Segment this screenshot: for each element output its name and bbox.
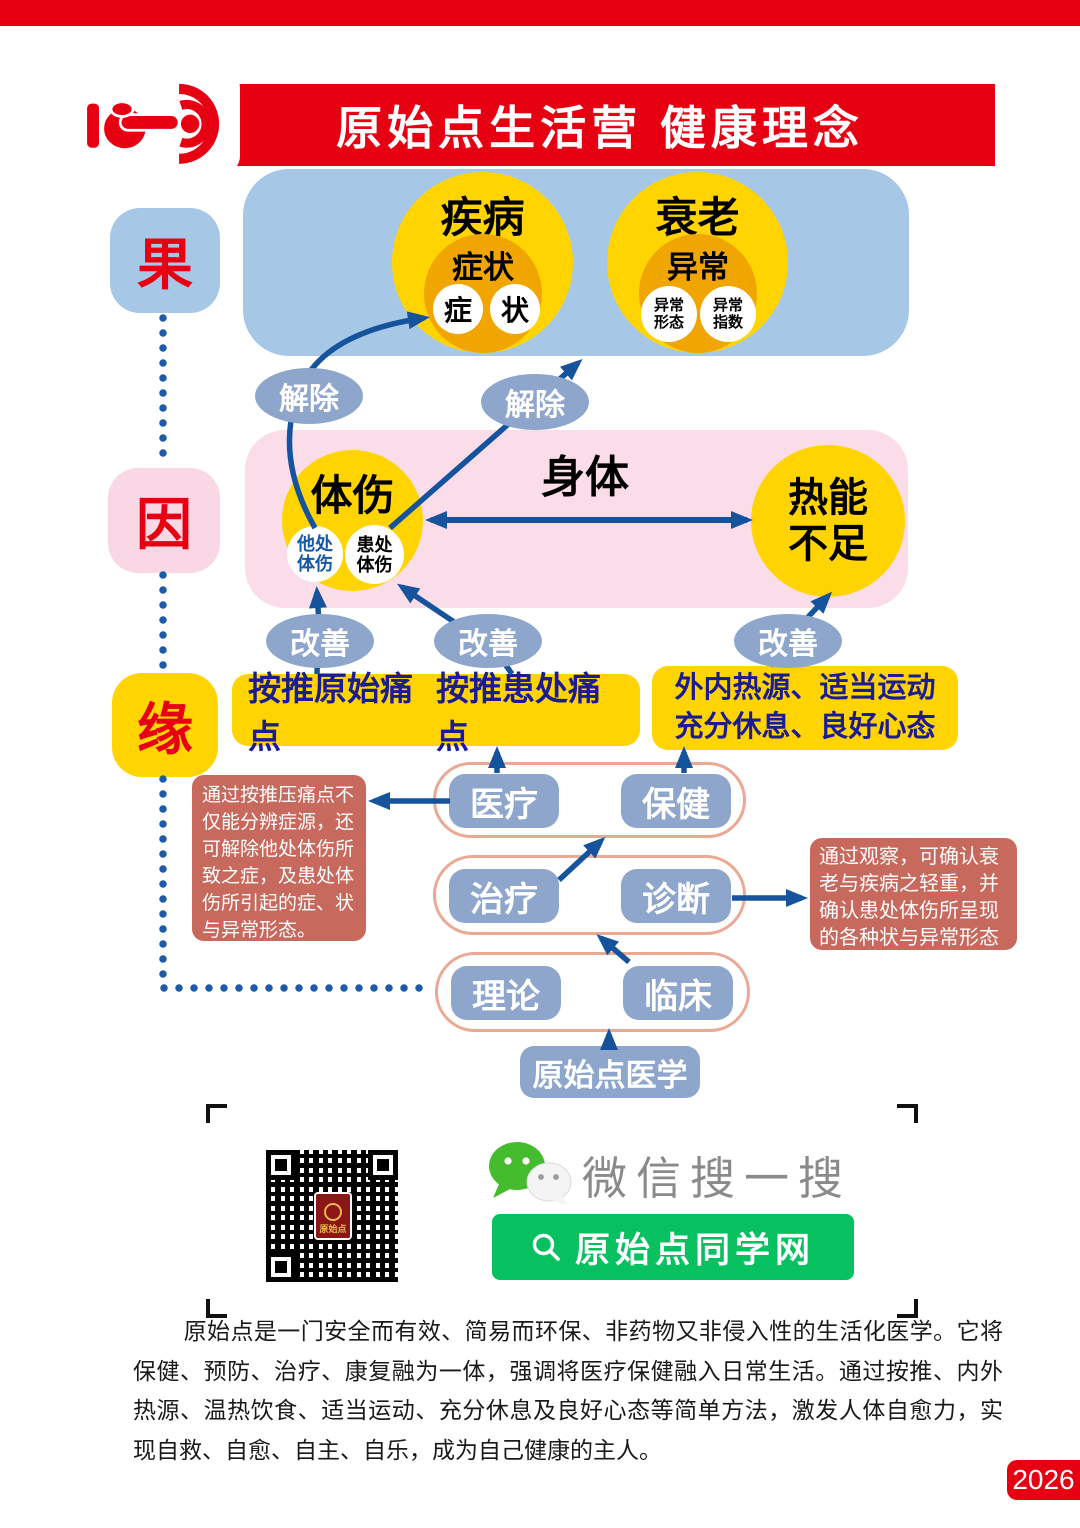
heat-deficiency-ellipse: 热能 不足 (751, 445, 905, 597)
injury-label: 体伤 (310, 472, 395, 519)
right-note: 通过观察，可确认衰老与疾病之轻重，并确认患处体伤所呈现的各种状与异常形态 (810, 838, 1017, 950)
abnormal-index-circle: 异常 指数 (700, 286, 756, 342)
other-injury-line1: 他处 (297, 534, 333, 554)
origin-medicine-node: 原始点医学 (520, 1046, 700, 1098)
abnormal-form-line1: 异常 (653, 297, 684, 314)
healthcare-node: 保健 (621, 774, 731, 828)
qr-finder-top-left (266, 1150, 296, 1180)
abnormal-form-line2: 形态 (653, 314, 684, 331)
footer-paragraph: 原始点是一门安全而有效、简易而环保、非药物又非侵入性的生活化医学。它将保健、预防… (133, 1318, 1003, 1463)
corner-mark-top-left (206, 1104, 227, 1123)
qr-finder-bottom-left (266, 1252, 296, 1282)
qr-finder-top-right (368, 1150, 398, 1180)
other-injury-line2: 体伤 (297, 554, 333, 574)
symptom-a-label: 症 (443, 295, 472, 326)
row-label-condition: 缘 (112, 673, 218, 777)
site-injury-line1: 患处 (356, 534, 393, 555)
abnormal-form-circle: 异常 形态 (641, 286, 697, 342)
clinical-node: 临床 (623, 966, 733, 1020)
symptom-b-label: 状 (500, 295, 529, 326)
heat-methods-line1: 外内热源、适当运动 (674, 672, 936, 704)
page-title: 原始点生活营 健康理念 (336, 102, 864, 154)
site-injury-line2: 体伤 (356, 554, 393, 575)
top-red-strip (0, 0, 1080, 26)
symptom-b-circle: 状 (490, 284, 540, 334)
heat-methods-box: 外内热源、适当运动 充分休息、良好心态 (652, 666, 958, 750)
heat-line1: 热能 (788, 476, 868, 520)
abnormal-label: 异常 (667, 250, 729, 285)
improve-oval-2: 改善 (434, 614, 542, 668)
left-note: 通过按推压痛点不仅能分辨症源，还可解除他处体伤所致之症，及患处体伤所引起的症、状… (192, 775, 366, 941)
header-icon-block (74, 70, 240, 174)
improve-oval-3: 改善 (734, 614, 842, 668)
wechat-search-hint: 微信搜一搜 (582, 1152, 853, 1204)
corner-mark-bottom-left (206, 1299, 227, 1318)
press-origin-label: 按推原始痛点 (248, 670, 413, 755)
aging-label: 衰老 (655, 194, 740, 241)
effect-box (243, 169, 909, 356)
disease-label: 疾病 (440, 194, 525, 241)
relieve-oval-2: 解除 (481, 374, 589, 430)
heat-line2: 不足 (788, 522, 868, 566)
other-site-injury-circle: 他处 体伤 (287, 526, 343, 582)
diagnosis-node: 诊断 (621, 869, 731, 923)
abnormal-index-line2: 指数 (712, 314, 743, 331)
press-site-label: 按推患处痛点 (436, 670, 601, 755)
pointing-hand-icon (87, 83, 220, 164)
heat-methods-line2: 充分休息、良好心态 (674, 711, 936, 743)
qr-logo-text: 原始点 (319, 1224, 347, 1234)
row-label-cause: 因 (108, 468, 220, 573)
row-label-effect: 果 (110, 208, 220, 313)
relieve-oval-1: 解除 (255, 368, 363, 424)
year-badge: 2026 (1007, 1460, 1080, 1500)
symptom-a-circle: 症 (433, 284, 483, 334)
magnifier-icon (532, 1233, 560, 1261)
account-name-label: 原始点同学网 (574, 1230, 815, 1270)
body-label: 身体 (541, 453, 629, 502)
treatment-node: 治疗 (449, 869, 559, 923)
qr-logo-emblem (324, 1203, 342, 1221)
theory-node: 理论 (451, 966, 561, 1020)
wechat-icon (486, 1140, 576, 1206)
corner-mark-top-right (897, 1104, 918, 1123)
improve-oval-1: 改善 (266, 614, 374, 668)
medical-node: 医疗 (449, 774, 559, 828)
account-search-button[interactable]: 原始点同学网 (492, 1214, 854, 1280)
abnormal-index-line1: 异常 (712, 297, 743, 314)
corner-mark-bottom-right (897, 1299, 918, 1318)
qr-code[interactable]: 原始点 (262, 1146, 402, 1286)
affected-site-injury-circle: 患处 体伤 (345, 525, 404, 584)
qr-center-logo: 原始点 (314, 1192, 352, 1240)
press-points-box: 按推原始痛点 按推患处痛点 (232, 670, 640, 755)
symptom-label: 症状 (452, 250, 514, 285)
